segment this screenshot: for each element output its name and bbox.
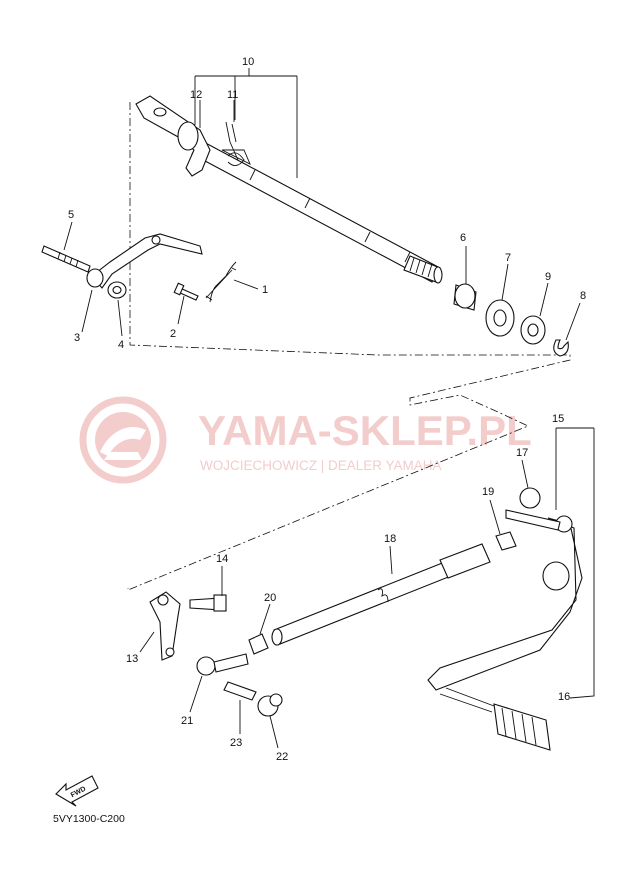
callout-6: 6 (460, 232, 466, 244)
callout-5: 5 (68, 209, 74, 221)
callout-14: 14 (216, 553, 228, 565)
callout-18: 18 (384, 533, 396, 545)
watermark-subtitle: WOJCIECHOWICZ | DEALER YAMAHA (200, 458, 442, 473)
shift-rod-assembly (149, 543, 491, 717)
callout-17: 17 (516, 447, 528, 459)
diagram-code: 5VY1300-C200 (53, 813, 125, 825)
shift-pedal (427, 487, 583, 751)
callout-4: 4 (118, 339, 124, 351)
leader-lines (63, 100, 581, 749)
callout-7: 7 (505, 252, 511, 264)
callout-20: 20 (264, 592, 276, 604)
shift-shaft-assembly (135, 95, 443, 284)
callout-15-bracket (555, 427, 595, 699)
section-boundary (127, 102, 571, 591)
callouts: 1 2 3 4 5 6 7 8 9 10 11 12 13 14 15 16 1… (68, 56, 586, 763)
callout-13: 13 (126, 653, 138, 665)
callout-9: 9 (545, 271, 551, 283)
callout-3: 3 (74, 332, 80, 344)
callout-10-bracket (194, 75, 298, 178)
watermark: YAMA-SKLEP.PL WOJCIECHOWICZ | DEALER YAM… (79, 396, 532, 484)
callout-1: 1 (262, 284, 268, 296)
callout-10: 10 (242, 56, 254, 68)
callout-19: 19 (482, 486, 494, 498)
callout-22: 22 (276, 751, 288, 763)
callout-15: 15 (552, 413, 564, 425)
seal-set (453, 283, 569, 357)
callout-21: 21 (181, 715, 193, 727)
watermark-logo (79, 396, 167, 484)
fwd-arrow-icon: FWD (55, 775, 99, 807)
callout-23: 23 (230, 737, 242, 749)
callout-16: 16 (558, 691, 570, 703)
callout-2: 2 (170, 328, 176, 340)
callout-8: 8 (580, 290, 586, 302)
watermark-title: YAMA-SKLEP.PL (198, 407, 532, 454)
shift-arm-upper (41, 233, 237, 303)
callout-11: 11 (227, 89, 238, 101)
callout-12: 12 (190, 89, 202, 101)
